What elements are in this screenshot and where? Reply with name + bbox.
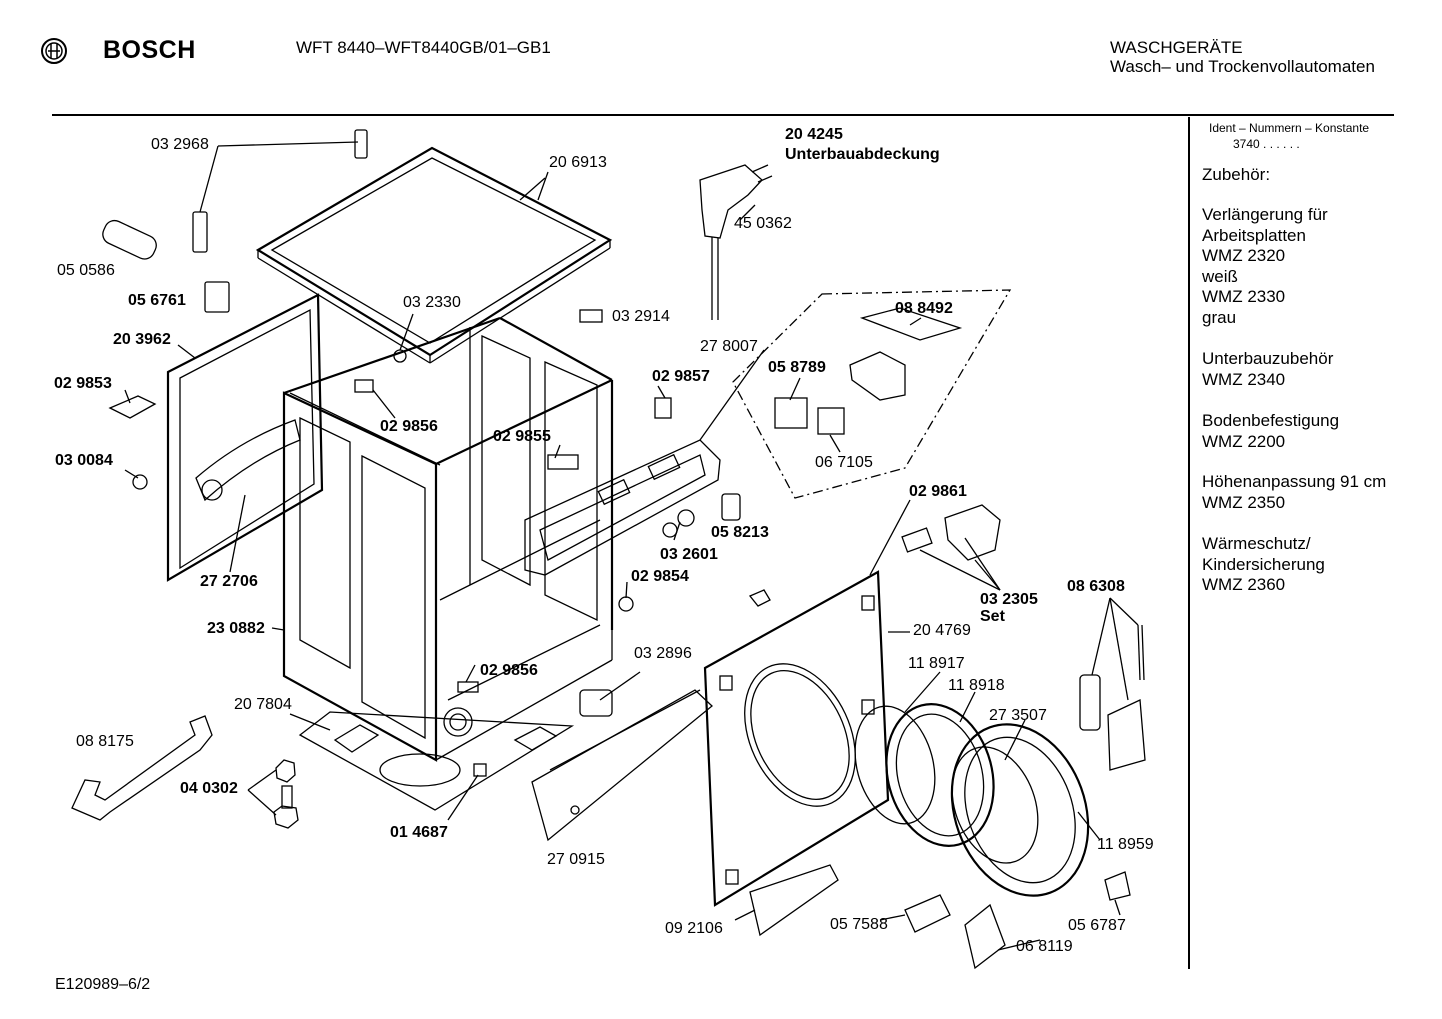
foot-bolt-part xyxy=(273,759,299,829)
front-panel-part xyxy=(703,570,890,907)
part-label-040302: 04 0302 xyxy=(180,780,238,797)
part-label-058213: 05 8213 xyxy=(711,524,769,541)
part-label-029855: 02 9855 xyxy=(493,428,551,445)
part-label-032896: 03 2896 xyxy=(634,645,692,662)
exploded-parts-drawing xyxy=(71,129,1146,970)
part-label-029853: 02 9853 xyxy=(54,375,112,392)
accessories-title: Zubehör: xyxy=(1202,165,1271,184)
accessory-line: WMZ 2350 xyxy=(1202,492,1286,512)
part-label-204245-name: Unterbauabdeckung xyxy=(785,146,940,163)
bottom-small-parts xyxy=(749,864,1006,970)
leader-lines xyxy=(124,141,1139,951)
part-label-056787: 05 6787 xyxy=(1068,917,1126,934)
part-label-029861: 02 9861 xyxy=(909,483,967,500)
top-cover-part xyxy=(255,146,613,364)
part-label-032601: 03 2601 xyxy=(660,546,718,563)
part-label-118917: 11 8917 xyxy=(908,655,965,672)
part-label-050586: 05 0586 xyxy=(57,262,115,279)
part-label-032305-set: Set xyxy=(980,608,1005,625)
part-label-056761: 05 6761 xyxy=(128,292,186,309)
part-label-030084: 03 0084 xyxy=(55,452,113,469)
accessory-group-height-adjust: Höhenanpassung 91 cm WMZ 2350 xyxy=(1202,472,1386,513)
accessory-line: Arbeitsplatten xyxy=(1202,225,1306,245)
part-label-014687: 01 4687 xyxy=(390,824,448,841)
accessory-line: Kindersicherung xyxy=(1202,554,1325,574)
accessory-line: WMZ 2360 xyxy=(1202,575,1286,594)
part-label-206913: 20 6913 xyxy=(549,154,607,171)
part-label-118918: 11 8918 xyxy=(948,677,1005,694)
accessory-line: grau xyxy=(1202,307,1237,327)
part-label-032914: 03 2914 xyxy=(612,308,670,325)
part-label-203962: 20 3962 xyxy=(113,331,171,348)
part-label-272706: 27 2706 xyxy=(200,573,258,590)
part-label-067105: 06 7105 xyxy=(815,454,873,471)
part-label-029854: 02 9854 xyxy=(631,568,689,585)
part-label-088492: 08 8492 xyxy=(895,300,953,317)
part-label-204769: 20 4769 xyxy=(913,622,971,639)
part-label-278007: 27 8007 xyxy=(700,338,758,355)
category-subtitle: Wasch– und Trockenvollautomaten xyxy=(1110,57,1375,76)
model-number: WFT 8440–WFT8440GB/01–GB1 xyxy=(296,38,551,57)
wrench-part xyxy=(71,715,213,821)
rear-panel-part xyxy=(166,293,324,582)
accessory-line: Bodenbefestigung xyxy=(1202,411,1340,430)
accessory-line: Wärmeschutz/ xyxy=(1202,534,1311,553)
plinth-panel-part xyxy=(531,689,713,842)
accessory-line: Verlängerung für xyxy=(1202,205,1328,224)
small-parts-left xyxy=(102,129,741,777)
cabinet-frame-part xyxy=(282,316,614,762)
accessory-line: WMZ 2320 xyxy=(1202,246,1286,265)
part-label-273507: 27 3507 xyxy=(989,707,1047,724)
accessory-line: Höhenanpassung 91 cm xyxy=(1202,472,1387,491)
hinge-parts xyxy=(901,504,1146,901)
part-label-032330: 03 2330 xyxy=(403,294,461,311)
accessory-line: WMZ 2330 xyxy=(1202,287,1286,306)
part-label-068119: 06 8119 xyxy=(1016,938,1073,955)
accessory-group-underbuild: Unterbauzubehör WMZ 2340 xyxy=(1202,349,1333,390)
part-label-270915: 27 0915 xyxy=(547,851,605,868)
electronics-group-outline xyxy=(732,289,1012,499)
part-label-032968: 03 2968 xyxy=(151,136,209,153)
part-label-086308: 08 6308 xyxy=(1067,578,1125,595)
accessory-line: weiß xyxy=(1202,266,1238,286)
part-label-058789: 05 8789 xyxy=(768,359,826,376)
part-label-032305: 03 2305 xyxy=(980,591,1038,608)
accessory-line: Unterbauzubehör xyxy=(1202,349,1334,368)
sidebar-divider xyxy=(1188,117,1190,969)
part-label-029856-lower: 02 9856 xyxy=(480,662,538,679)
bosch-logo-icon xyxy=(41,38,67,64)
mains-cable-part xyxy=(699,164,773,320)
drawing-code: E120989–6/2 xyxy=(55,976,151,993)
ident-label: Ident – Nummern – Konstante xyxy=(1209,121,1370,135)
header-divider xyxy=(52,114,1394,116)
accessory-line: WMZ 2200 xyxy=(1202,431,1286,451)
category-title: WASCHGERÄTE xyxy=(1110,38,1243,57)
part-label-029857: 02 9857 xyxy=(652,368,710,385)
base-plate-part xyxy=(298,711,575,811)
accessory-group-heat-protection: Wärmeschutz/ Kindersicherung WMZ 2360 xyxy=(1202,534,1325,596)
part-label-057588: 05 7588 xyxy=(830,916,888,933)
part-label-088175: 08 8175 xyxy=(76,733,134,750)
accessory-group-floor-fixing: Bodenbefestigung WMZ 2200 xyxy=(1202,411,1339,452)
accessory-line: WMZ 2340 xyxy=(1202,369,1286,389)
brand-name: BOSCH xyxy=(103,36,196,64)
part-label-230882: 23 0882 xyxy=(207,620,265,637)
part-label-204245: 20 4245 xyxy=(785,126,843,143)
part-label-450362: 45 0362 xyxy=(734,215,792,232)
part-label-029856-upper: 02 9856 xyxy=(380,418,438,435)
part-label-092106: 09 2106 xyxy=(665,920,723,937)
part-label-118959: 11 8959 xyxy=(1097,836,1154,853)
ident-value: 3740 . . . . . . xyxy=(1233,137,1300,151)
part-label-207804: 20 7804 xyxy=(234,696,292,713)
accessory-group-worktop: Verlängerung für Arbeitsplatten WMZ 2320… xyxy=(1202,205,1328,328)
door-assembly-part xyxy=(854,703,1090,897)
